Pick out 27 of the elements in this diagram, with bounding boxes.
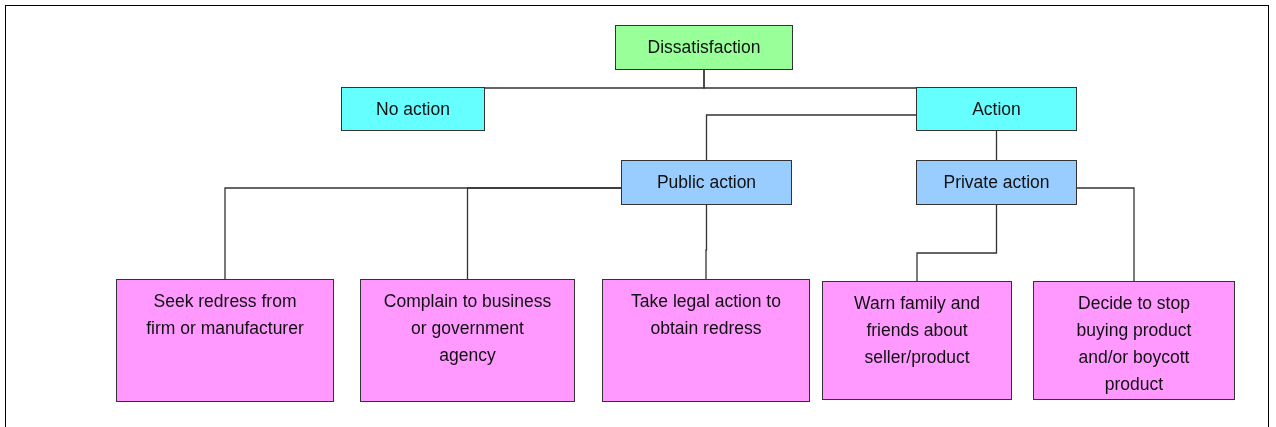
outcome-box (116, 279, 334, 402)
connector-line (995, 130, 998, 161)
node-label: Private action (943, 171, 1050, 194)
connector-line (703, 69, 917, 89)
root-box (615, 25, 793, 70)
node-label: Decide to stop buying product and/or boycott product (1075, 292, 1193, 396)
connector-line (705, 204, 708, 280)
node-label: Seek redress from firm or manufacturer (145, 290, 305, 340)
node-label: Take legal action to obtain redress (630, 290, 782, 340)
option-box (341, 87, 485, 131)
outcome-box (1033, 281, 1235, 400)
node-label: Action (972, 97, 1021, 121)
node-label: Warn family and friends about seller/product (853, 292, 981, 369)
category-box (916, 160, 1077, 205)
option-box (916, 87, 1077, 131)
connector-line (466, 187, 622, 280)
outcome-box (822, 281, 1012, 400)
outcome-box (602, 279, 810, 402)
connector-line (1076, 187, 1135, 282)
node-label: Complain to business or government agency (383, 290, 552, 367)
node-label: Dissatisfaction (647, 36, 761, 59)
connector-line (916, 204, 998, 282)
node-label: Public action (656, 171, 757, 194)
node-label: No action (376, 97, 450, 121)
outcome-box (360, 279, 575, 402)
category-box (621, 160, 792, 205)
connector-line (705, 114, 917, 161)
